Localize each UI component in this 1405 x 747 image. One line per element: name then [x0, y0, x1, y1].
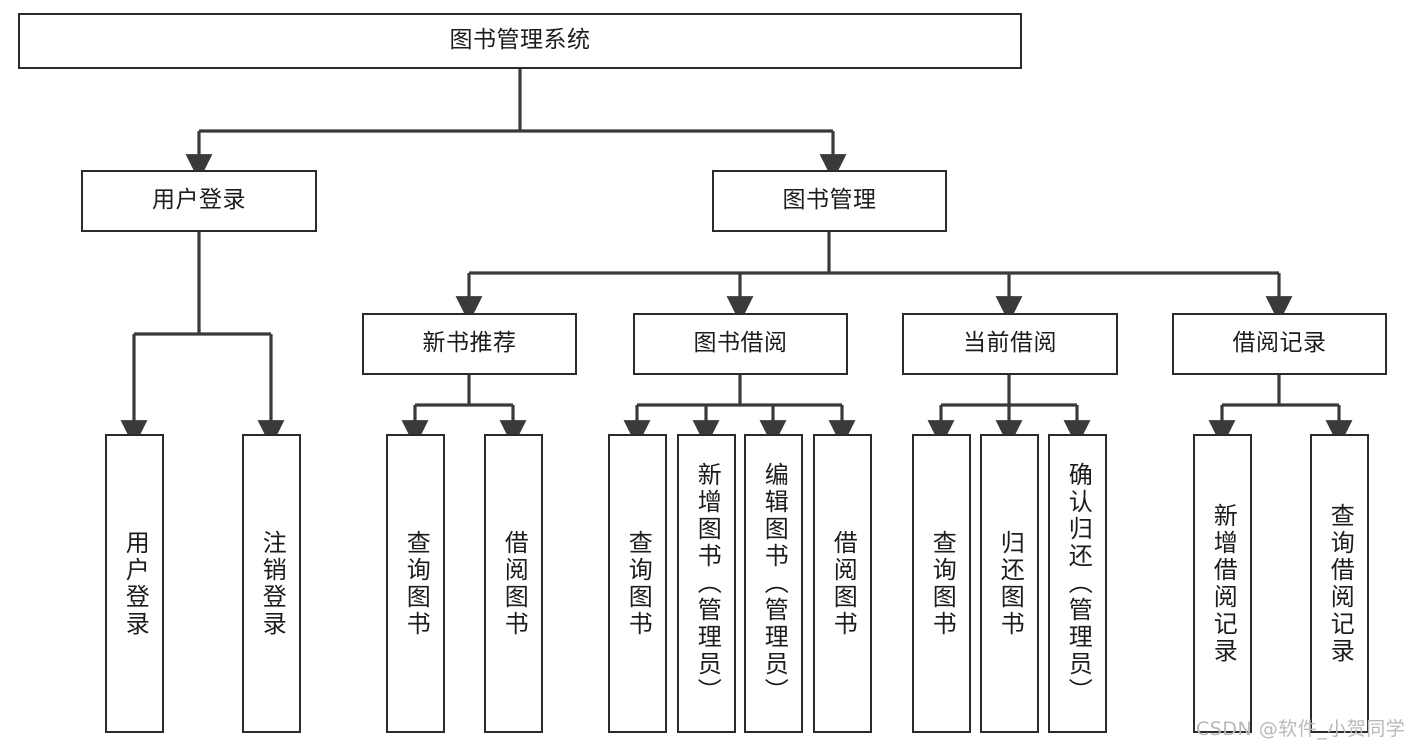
- leaf-confirm-return-admin[interactable]: 确认归还（管理员）: [1048, 434, 1107, 733]
- leaf-query-book-recommend[interactable]: 查询图书: [386, 434, 445, 733]
- node-borrow-record[interactable]: 借阅记录: [1172, 313, 1387, 375]
- node-label: 用户登录: [152, 187, 246, 214]
- leaf-query-book-borrow[interactable]: 查询图书: [608, 434, 667, 733]
- node-label: 归还图书: [996, 529, 1025, 638]
- node-book-management[interactable]: 图书管理: [712, 170, 947, 232]
- node-label: 查询图书: [624, 529, 653, 638]
- leaf-add-borrow-record[interactable]: 新增借阅记录: [1193, 434, 1252, 733]
- node-label: 借阅图书: [829, 529, 858, 638]
- node-label: 图书管理: [782, 187, 877, 214]
- node-book-borrow[interactable]: 图书借阅: [633, 313, 848, 375]
- node-label: 查询借阅记录: [1326, 502, 1355, 665]
- node-label: 当前借阅: [963, 330, 1057, 357]
- leaf-query-borrow-record[interactable]: 查询借阅记录: [1310, 434, 1369, 733]
- leaf-borrow-book-recommend[interactable]: 借阅图书: [484, 434, 543, 733]
- node-label: 新增图书（管理员）: [693, 462, 722, 705]
- leaf-user-login[interactable]: 用户登录: [105, 434, 164, 733]
- leaf-add-book-admin[interactable]: 新增图书（管理员）: [677, 434, 736, 733]
- node-user-login[interactable]: 用户登录: [81, 170, 317, 232]
- node-label: 查询图书: [928, 529, 957, 638]
- node-label: 用户登录: [121, 529, 150, 638]
- node-label: 图书借阅: [693, 330, 788, 357]
- leaf-query-book-current[interactable]: 查询图书: [912, 434, 971, 733]
- node-label: 注销登录: [258, 529, 287, 638]
- leaf-borrow-book[interactable]: 借阅图书: [813, 434, 872, 733]
- node-label: 新书推荐: [422, 330, 517, 357]
- node-label: 借阅记录: [1232, 330, 1327, 357]
- node-label: 编辑图书（管理员）: [760, 462, 789, 705]
- node-label: 借阅图书: [500, 529, 529, 638]
- leaf-edit-book-admin[interactable]: 编辑图书（管理员）: [744, 434, 803, 733]
- node-label: 查询图书: [402, 529, 431, 638]
- node-label: 图书管理系统: [449, 27, 591, 54]
- node-current-borrow[interactable]: 当前借阅: [902, 313, 1118, 375]
- node-new-book-recommend[interactable]: 新书推荐: [362, 313, 577, 375]
- leaf-logout[interactable]: 注销登录: [242, 434, 301, 733]
- leaf-return-book[interactable]: 归还图书: [980, 434, 1039, 733]
- node-root-book-management-system[interactable]: 图书管理系统: [18, 13, 1022, 69]
- node-label: 新增借阅记录: [1209, 502, 1238, 665]
- node-label: 确认归还（管理员）: [1064, 462, 1093, 705]
